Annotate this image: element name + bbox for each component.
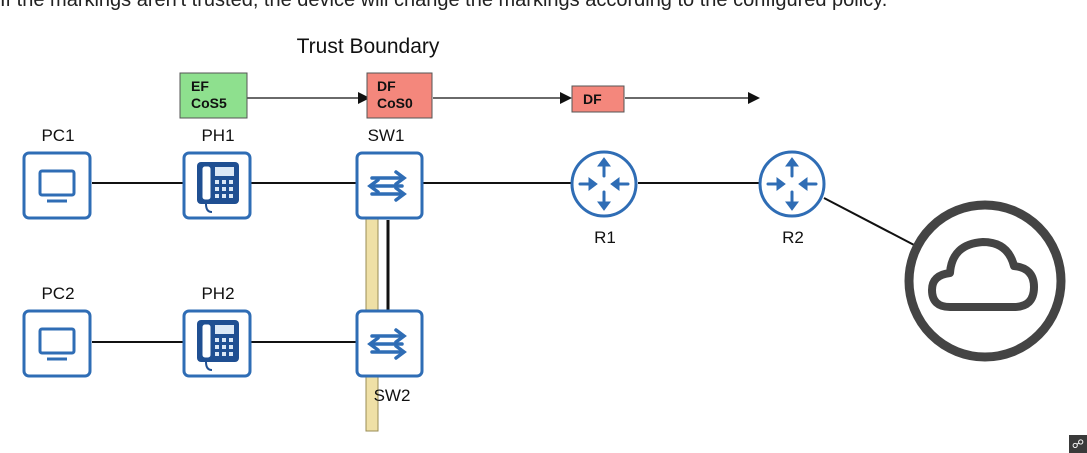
- router-arrows-icon: [578, 157, 630, 211]
- sw1-label: SW1: [368, 126, 405, 145]
- trust-boundary-label: Trust Boundary: [297, 35, 440, 58]
- r2-device[interactable]: [758, 150, 826, 218]
- marking-df-line1: DF: [377, 78, 396, 94]
- marking-ef-line2: CoS5: [191, 95, 227, 111]
- ph1-device[interactable]: [182, 151, 252, 220]
- marking-df-line2: CoS0: [377, 95, 413, 111]
- monitor-icon: [38, 169, 76, 203]
- r1-label: R1: [594, 228, 616, 247]
- ph2-label: PH2: [201, 284, 234, 303]
- marking-ef-cos5: EF CoS5: [179, 72, 248, 119]
- switch-arrows-icon: [367, 328, 407, 360]
- caption-text: If the markings aren't trusted, the devi…: [0, 0, 888, 11]
- sw2-device[interactable]: [355, 309, 424, 378]
- internet-cloud[interactable]: [904, 200, 1066, 362]
- monitor-icon: [38, 327, 76, 361]
- pc1-device[interactable]: [22, 151, 92, 220]
- ph2-device[interactable]: [182, 309, 252, 378]
- ip-phone-icon: [197, 162, 239, 213]
- sw2-label: SW2: [374, 386, 411, 405]
- sw1-device[interactable]: [355, 151, 424, 220]
- r1-device[interactable]: [570, 150, 638, 218]
- cloud-icon: [928, 238, 1038, 311]
- marking-df: DF: [571, 85, 625, 113]
- r2-label: R2: [782, 228, 804, 247]
- router-arrows-icon: [766, 157, 818, 211]
- ph1-label: PH1: [201, 126, 234, 145]
- link-r2-internet: [823, 197, 917, 247]
- ip-phone-icon: [197, 320, 239, 371]
- corner-icon[interactable]: ☍: [1069, 435, 1087, 453]
- marking-ef-line1: EF: [191, 78, 209, 94]
- links: [92, 182, 917, 343]
- switch-arrows-icon: [367, 170, 407, 202]
- pc2-device[interactable]: [22, 309, 92, 378]
- pc1-label: PC1: [41, 126, 74, 145]
- marking-df-routed-line1: DF: [583, 91, 602, 107]
- pc2-label: PC2: [41, 284, 74, 303]
- marking-df-cos0: DF CoS0: [366, 72, 433, 119]
